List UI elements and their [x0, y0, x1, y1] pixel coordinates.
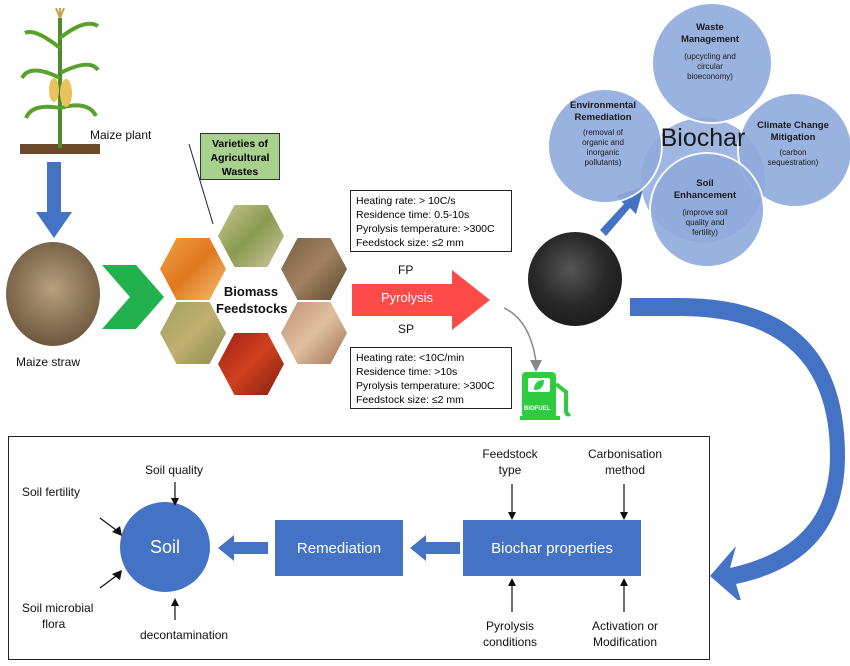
biochar-center-label: Biochar: [660, 124, 746, 152]
biochar-properties-box: Biochar properties: [463, 520, 641, 576]
agricultural-wastes-label: Varieties of Agricultural Wastes: [200, 133, 280, 180]
biofuel-pump-icon: [520, 372, 571, 420]
fp-condition-3: Pyrolysis temperature: >300C: [356, 223, 495, 235]
climate-change-text: Climate Change Mitigation (carbon seques…: [757, 120, 829, 167]
biochar-pile-image: [528, 232, 622, 326]
hex-straw-stalks: [160, 302, 226, 364]
soil-microbial-flora-label: Soil microbial flora: [22, 601, 94, 631]
maize-straw-label: Maize straw: [16, 355, 81, 369]
pyrolysis-label: Pyrolysis: [380, 290, 433, 305]
soil-impact-panel: [8, 436, 710, 660]
activation-modification-label: Activation or Modification: [591, 619, 659, 649]
maize-plant-image: [20, 8, 100, 154]
carbonisation-method-label: Carbonisation method: [587, 447, 663, 477]
label-pointer-line: [188, 143, 214, 225]
maize-plant-label: Maize plant: [90, 128, 152, 142]
petal-waste-management: [651, 2, 773, 124]
hex-nut-shells: [281, 302, 347, 364]
remediation-box: Remediation: [275, 520, 403, 576]
left-arrow-icon: [218, 535, 268, 561]
waste-management-text: Waste Management (upcycling and circular…: [680, 22, 740, 81]
property-factor-arrows: [508, 484, 628, 612]
sp-conditions-box: Heating rate: <10C/min Residence time: >…: [350, 347, 512, 409]
soil-circle: Soil: [120, 502, 210, 592]
sp-condition-4: Feedstock size: ≤2 mm: [356, 394, 464, 406]
soil-enhancement-text: Soil Enhancement (improve soil quality a…: [673, 178, 737, 237]
pyrolysis-conditions-label: Pyrolysis conditions: [482, 619, 538, 649]
fp-condition-1: Heating rate: > 10C/s: [356, 195, 456, 207]
up-right-arrow-icon: [600, 186, 644, 236]
hex-green-beans: [218, 205, 284, 267]
down-arrow-icon: [36, 162, 72, 238]
pyrolysis-arrow: [352, 270, 490, 330]
environmental-remediation-text: Environmental Remediation (removal of or…: [570, 100, 636, 167]
soil-factor-arrows: [99, 482, 179, 620]
biofuel-curve-arrow: [503, 307, 542, 372]
hex-red-residue: [218, 333, 284, 395]
green-chevron-arrow: [102, 265, 164, 329]
soil-fertility-label: Soil fertility: [22, 485, 81, 499]
left-arrow-icon-2: [410, 535, 460, 561]
feedstock-type-label: Feedstock type: [482, 447, 538, 477]
fp-conditions-box: Heating rate: > 10C/s Residence time: 0.…: [350, 190, 512, 252]
maize-straw-image: [6, 242, 100, 346]
soil-quality-label: Soil quality: [145, 463, 204, 477]
fp-label: FP: [398, 263, 414, 277]
sp-condition-3: Pyrolysis temperature: >300C: [356, 380, 495, 392]
petal-soil-enhancement: [649, 152, 765, 268]
decontamination-label: decontamination: [140, 628, 229, 642]
fp-condition-4: Feedstock size: ≤2 mm: [356, 237, 464, 249]
sp-label: SP: [398, 322, 415, 336]
petal-environmental-remediation: [547, 88, 663, 204]
biofuel-label: BIOFUEL: [524, 406, 551, 412]
biomass-feedstocks-label: Biomass Feedstocks: [216, 284, 288, 316]
sp-condition-2: Residence time: >10s: [356, 366, 458, 378]
sp-condition-1: Heating rate: <10C/min: [356, 352, 465, 364]
hex-dried-husks: [281, 238, 347, 300]
fp-condition-2: Residence time: 0.5-10s: [356, 209, 470, 221]
